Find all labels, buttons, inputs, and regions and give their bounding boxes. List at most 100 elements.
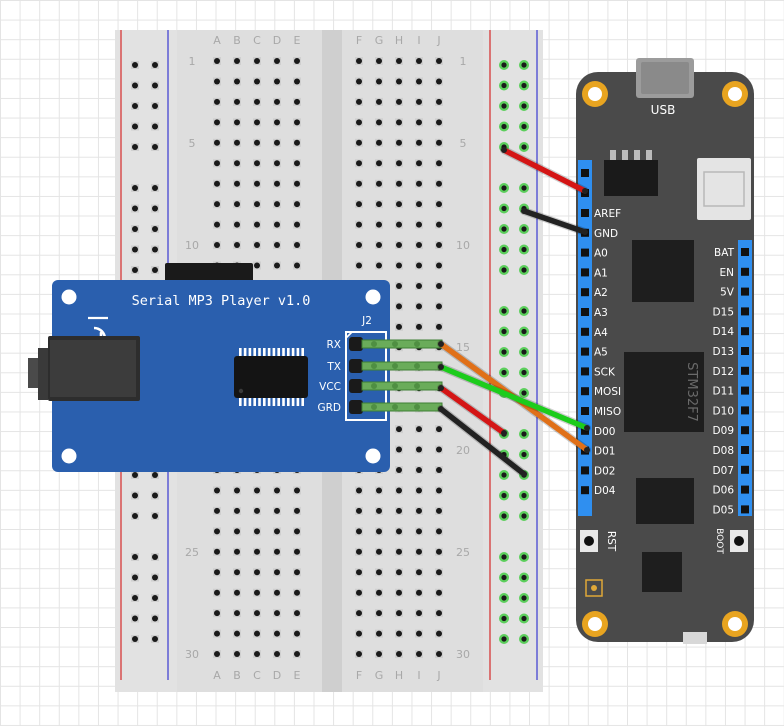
board-pin-hole[interactable]	[581, 288, 589, 297]
breadboard-hole[interactable]	[416, 98, 422, 105]
breadboard-hole[interactable]	[416, 58, 422, 64]
breadboard-hole[interactable]	[436, 221, 442, 228]
breadboard-hole[interactable]	[436, 630, 442, 637]
breadboard-hole[interactable]	[234, 119, 240, 126]
breadboard-hole[interactable]	[396, 242, 402, 249]
breadboard-hole[interactable]	[436, 467, 442, 473]
power-rail-hole[interactable]	[132, 615, 138, 622]
breadboard-hole[interactable]	[274, 78, 280, 85]
board-pin-hole[interactable]	[741, 366, 749, 375]
breadboard-hole[interactable]	[436, 548, 442, 555]
breadboard-hole[interactable]	[254, 487, 260, 494]
breadboard-hole[interactable]	[436, 78, 442, 85]
power-rail-hole[interactable]	[521, 390, 527, 396]
breadboard-hole[interactable]	[294, 610, 300, 617]
breadboard-hole[interactable]	[214, 589, 220, 596]
power-rail-hole[interactable]	[521, 369, 527, 376]
breadboard-hole[interactable]	[274, 589, 280, 596]
power-rail-hole[interactable]	[501, 205, 507, 212]
breadboard-hole[interactable]	[396, 323, 402, 330]
power-rail-hole[interactable]	[501, 349, 507, 355]
power-rail-hole[interactable]	[501, 185, 507, 191]
breadboard-hole[interactable]	[274, 119, 280, 126]
board-pin-hole[interactable]	[741, 347, 749, 355]
power-rail-hole[interactable]	[521, 554, 527, 560]
breadboard-hole[interactable]	[234, 201, 240, 208]
power-rail-hole[interactable]	[521, 82, 527, 89]
board-pin-hole[interactable]	[741, 485, 749, 494]
breadboard-hole[interactable]	[396, 180, 402, 187]
breadboard-hole[interactable]	[396, 119, 402, 126]
board-pin-hole[interactable]	[741, 327, 749, 336]
power-rail-hole[interactable]	[132, 82, 138, 89]
board-pin-hole[interactable]	[741, 426, 749, 435]
power-rail-hole[interactable]	[521, 144, 527, 150]
breadboard-hole[interactable]	[376, 180, 382, 187]
power-rail-hole[interactable]	[501, 369, 507, 376]
breadboard-hole[interactable]	[396, 78, 402, 85]
board-pin-hole[interactable]	[581, 466, 589, 475]
power-rail-hole[interactable]	[132, 62, 138, 68]
breadboard-hole[interactable]	[274, 58, 280, 64]
breadboard-hole[interactable]	[436, 139, 442, 146]
power-rail-hole[interactable]	[501, 615, 507, 622]
wire[interactable]	[438, 385, 507, 436]
power-rail-hole[interactable]	[132, 123, 138, 130]
power-rail-hole[interactable]	[501, 636, 507, 642]
breadboard-hole[interactable]	[234, 610, 240, 617]
breadboard-hole[interactable]	[356, 630, 362, 637]
power-rail-hole[interactable]	[521, 226, 527, 232]
breadboard-hole[interactable]	[294, 262, 300, 269]
breadboard-hole[interactable]	[436, 569, 442, 576]
breadboard-hole[interactable]	[436, 487, 442, 494]
breadboard-hole[interactable]	[376, 242, 382, 249]
breadboard-hole[interactable]	[234, 139, 240, 146]
breadboard-hole[interactable]	[356, 262, 362, 269]
breadboard-hole[interactable]	[356, 548, 362, 555]
breadboard-hole[interactable]	[436, 119, 442, 126]
breadboard-hole[interactable]	[376, 139, 382, 146]
breadboard-hole[interactable]	[214, 119, 220, 126]
breadboard-hole[interactable]	[376, 548, 382, 555]
power-rail-hole[interactable]	[152, 103, 158, 109]
breadboard-hole[interactable]	[254, 58, 260, 64]
power-rail-hole[interactable]	[152, 267, 158, 273]
breadboard-hole[interactable]	[356, 139, 362, 146]
breadboard-hole[interactable]	[274, 610, 280, 617]
power-rail-hole[interactable]	[521, 595, 527, 601]
power-rail-hole[interactable]	[132, 185, 138, 191]
breadboard-hole[interactable]	[436, 201, 442, 208]
power-rail-hole[interactable]	[501, 246, 507, 253]
breadboard-hole[interactable]	[436, 98, 442, 105]
breadboard-hole[interactable]	[234, 528, 240, 535]
board-pin-hole[interactable]	[581, 387, 589, 396]
breadboard-hole[interactable]	[436, 262, 442, 269]
breadboard-hole[interactable]	[234, 221, 240, 228]
power-rail-hole[interactable]	[132, 513, 138, 519]
breadboard-hole[interactable]	[274, 630, 280, 637]
breadboard-hole[interactable]	[254, 610, 260, 617]
breadboard-hole[interactable]	[214, 58, 220, 64]
board-pin-hole[interactable]	[581, 367, 589, 376]
breadboard-hole[interactable]	[356, 119, 362, 126]
wire[interactable]	[501, 147, 588, 194]
power-rail-hole[interactable]	[521, 103, 527, 109]
breadboard-hole[interactable]	[376, 630, 382, 637]
breadboard-hole[interactable]	[254, 221, 260, 228]
breadboard-hole[interactable]	[376, 569, 382, 576]
breadboard-hole[interactable]	[214, 242, 220, 249]
power-rail-hole[interactable]	[132, 205, 138, 212]
breadboard-hole[interactable]	[294, 507, 300, 514]
power-rail-hole[interactable]	[132, 636, 138, 642]
breadboard-hole[interactable]	[214, 98, 220, 105]
breadboard-hole[interactable]	[396, 487, 402, 494]
power-rail-hole[interactable]	[501, 103, 507, 109]
power-rail-hole[interactable]	[152, 492, 158, 499]
breadboard-hole[interactable]	[416, 426, 422, 433]
breadboard-hole[interactable]	[234, 78, 240, 85]
breadboard-hole[interactable]	[214, 180, 220, 187]
board-pin-hole[interactable]	[581, 169, 589, 177]
breadboard-hole[interactable]	[396, 651, 402, 658]
breadboard-hole[interactable]	[214, 507, 220, 514]
breadboard-hole[interactable]	[294, 201, 300, 208]
